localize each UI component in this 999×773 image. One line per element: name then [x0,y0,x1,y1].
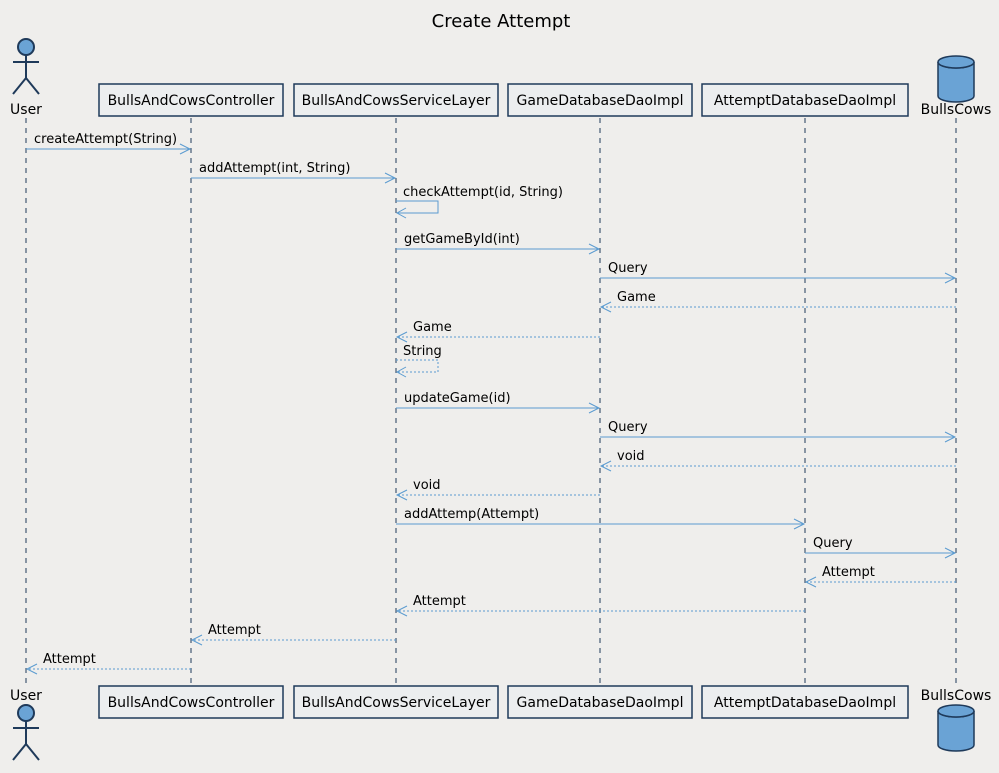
message-2-addattempt-int-string: addAttempt(int, String) [191,161,397,184]
participant-box [701,83,909,117]
message-label: createAttempt(String) [34,132,177,147]
message-8-string: String [395,344,442,378]
participant-gamedao-bottom: GameDatabaseDaoImpl [507,685,693,719]
message-label: void [413,478,441,493]
participant-box [98,83,284,117]
arrow-head [588,243,601,255]
message-10-query: Query [600,420,957,443]
participant-gamedao-top: GameDatabaseDaoImpl [507,83,693,117]
arrow-head [384,172,397,184]
participants-top: User BullsAndCowsController BullsAndCowsSe… [10,38,992,118]
message-14-query: Query [805,536,957,559]
message-label: String [403,344,442,359]
database-icon [937,55,975,103]
message-label: Query [813,536,853,551]
message-3-checkattempt-id-string: checkAttempt(id, String) [395,185,563,219]
lifelines [25,118,957,685]
participant-box [98,685,284,719]
arrow-head [588,402,601,414]
arrow-head [599,301,612,313]
actor-icon [12,38,40,95]
arrow-head [793,518,806,530]
message-label: Game [413,320,452,335]
arrow-head [395,366,407,378]
message-11-void: void [599,449,956,472]
message-label: addAttemp(Attempt) [404,507,539,522]
participant-controller-top: BullsAndCowsController [98,83,284,117]
participant-label: BullsAndCowsController [108,93,275,109]
message-9-updategame-id: updateGame(id) [396,391,601,414]
participant-service-bottom: BullsAndCowsServiceLayer [293,685,499,719]
message-label: Attempt [208,623,261,638]
message-7-game: Game [395,320,600,343]
participant-attemptdao-bottom: AttemptDatabaseDaoImpl [701,685,909,719]
message-arrow [396,200,439,214]
participant-label: AttemptDatabaseDaoImpl [714,695,896,711]
message-13-addattemp-attempt: addAttemp(Attempt) [396,507,806,530]
actor-icon [12,704,40,761]
participants-bottom: User BullsAndCowsController BullsAndCowsSe… [10,685,992,761]
arrow-head [25,663,38,675]
participant-box [293,83,499,117]
participant-user-bottom: User [10,688,42,761]
arrow-head [190,634,203,646]
arrow-head [395,605,408,617]
message-label: Attempt [822,565,875,580]
message-label: void [617,449,645,464]
message-label: Game [617,290,656,305]
participant-controller-bottom: BullsAndCowsController [98,685,284,719]
message-label: Query [608,261,648,276]
message-4-getgamebyid-int: getGameById(int) [396,232,601,255]
participant-label: User [10,102,42,118]
message-label: Attempt [413,594,466,609]
message-6-game: Game [599,290,956,313]
participant-box [507,685,693,719]
arrow-head [804,576,817,588]
arrow-head [944,547,957,559]
message-label: Query [608,420,648,435]
arrow-head [179,143,192,155]
message-label: addAttempt(int, String) [199,161,351,176]
participant-label: BullsAndCowsServiceLayer [302,695,491,711]
message-18-attempt: Attempt [25,652,191,675]
arrow-head [395,489,408,501]
participant-label: User [10,688,42,704]
arrow-head [944,431,957,443]
message-17-attempt: Attempt [190,623,396,646]
participant-label: BullsAndCowsServiceLayer [302,93,491,109]
participant-attemptdao-top: AttemptDatabaseDaoImpl [701,83,909,117]
message-label: checkAttempt(id, String) [403,185,563,200]
arrow-head [395,331,408,343]
message-label: updateGame(id) [404,391,511,406]
message-1-createattempt-string: createAttempt(String) [26,132,192,155]
messages: createAttempt(String) addAttempt(int, Str… [25,132,957,675]
participant-label: BullsAndCowsController [108,695,275,711]
participant-box [507,83,693,117]
participant-label: AttemptDatabaseDaoImpl [714,93,896,109]
message-5-query: Query [600,261,957,284]
participant-box [701,685,909,719]
message-12-void: void [395,478,600,501]
participant-label: BullsCows [921,688,992,704]
arrow-head [599,460,612,472]
message-arrow [396,359,439,373]
diagram-title: Create Attempt [432,11,571,32]
participant-label: BullsCows [921,102,992,118]
arrow-head [944,272,957,284]
participant-service-top: BullsAndCowsServiceLayer [293,83,499,117]
participant-box [293,685,499,719]
database-icon [937,704,975,752]
message-16-attempt: Attempt [395,594,805,617]
participant-db-top: BullsCows [921,55,992,118]
participant-label: GameDatabaseDaoImpl [517,93,684,109]
message-label: Attempt [43,652,96,667]
message-15-attempt: Attempt [804,565,956,588]
message-label: getGameById(int) [404,232,520,247]
arrow-head [395,207,407,219]
participant-label: GameDatabaseDaoImpl [517,695,684,711]
participant-db-bottom: BullsCows [921,688,992,752]
participant-user-top: User [10,38,42,118]
